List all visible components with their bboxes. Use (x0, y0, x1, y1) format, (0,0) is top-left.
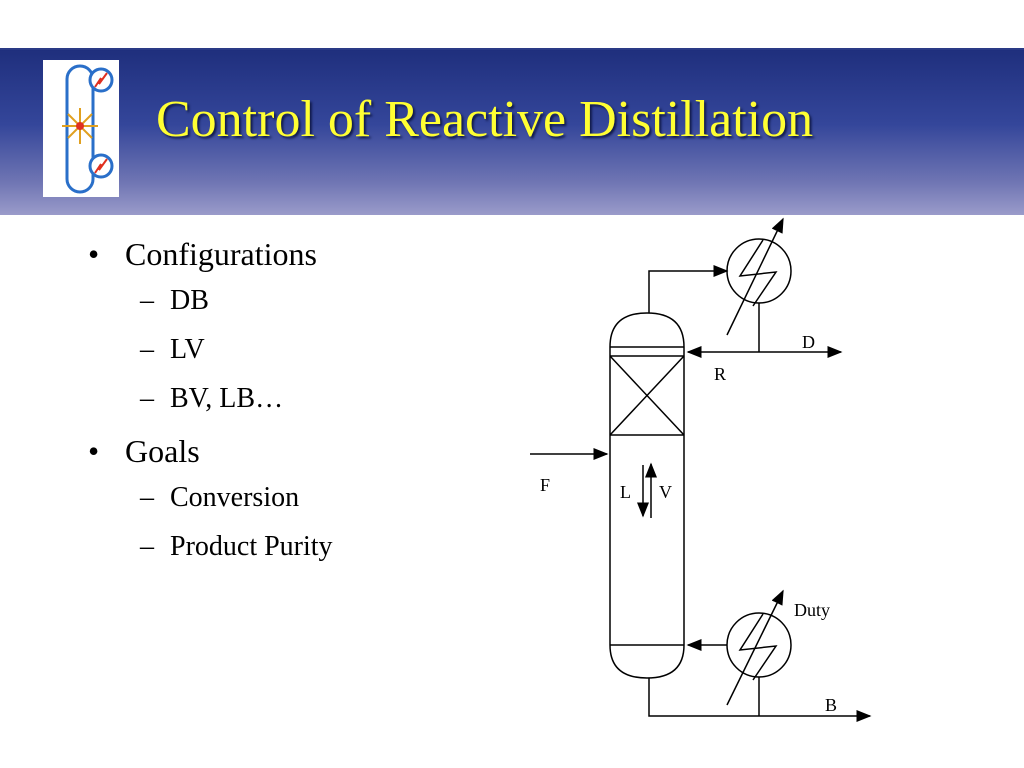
bullet-list: • Configurations – DB – LV – BV, LB… • G… (88, 232, 508, 571)
sub-bullet-item: – LV (88, 325, 508, 374)
sub-bullet-text: Conversion (170, 482, 300, 513)
sub-bullet-text: LV (170, 334, 205, 365)
duty-label: Duty (794, 600, 830, 620)
reboiler-duty-arrow (726, 589, 784, 706)
sub-bullet-text: DB (170, 285, 209, 316)
slide-title: Control of Reactive Distillation (156, 91, 814, 148)
reboiler-icon (726, 612, 792, 678)
bottoms-arrow (648, 678, 872, 722)
reflux-label: R (714, 364, 726, 384)
title-banner (0, 50, 1024, 215)
bullet-text: Configurations (125, 236, 317, 272)
bullet-item: • Configurations (88, 232, 508, 276)
bullet-marker: • (88, 236, 100, 272)
dash-marker: – (140, 383, 154, 414)
condenser-icon (726, 238, 792, 304)
sub-bullet-text: Product Purity (170, 531, 333, 562)
sub-bullet-item: – DB (88, 276, 508, 325)
sub-bullet-item: – BV, LB… (88, 374, 508, 423)
bullet-text: Goals (125, 433, 200, 469)
condenser-zigzag (738, 239, 778, 307)
dash-marker: – (140, 285, 154, 316)
sub-bullet-item: – Conversion (88, 473, 508, 522)
bullet-item: • Goals (88, 429, 508, 473)
dash-marker: – (140, 334, 154, 365)
condenser-duty-arrow (726, 217, 784, 336)
reboiler-zigzag (738, 613, 778, 681)
header-top-line (0, 48, 1024, 51)
bottoms-label: B (825, 695, 837, 715)
reactive-zone-cross (609, 355, 685, 436)
vapor-label: V (659, 482, 672, 502)
liquid-label: L (620, 482, 631, 502)
sub-bullet-item: – Product Purity (88, 522, 508, 571)
overhead-vapor-line (648, 265, 729, 313)
feed-label: F (540, 475, 550, 495)
distillation-column-logo (43, 60, 119, 197)
dash-marker: – (140, 531, 154, 562)
dash-marker: – (140, 482, 154, 513)
sub-bullet-text: BV, LB… (170, 383, 284, 414)
distillate-label: D (802, 332, 815, 352)
bullet-marker: • (88, 433, 100, 469)
